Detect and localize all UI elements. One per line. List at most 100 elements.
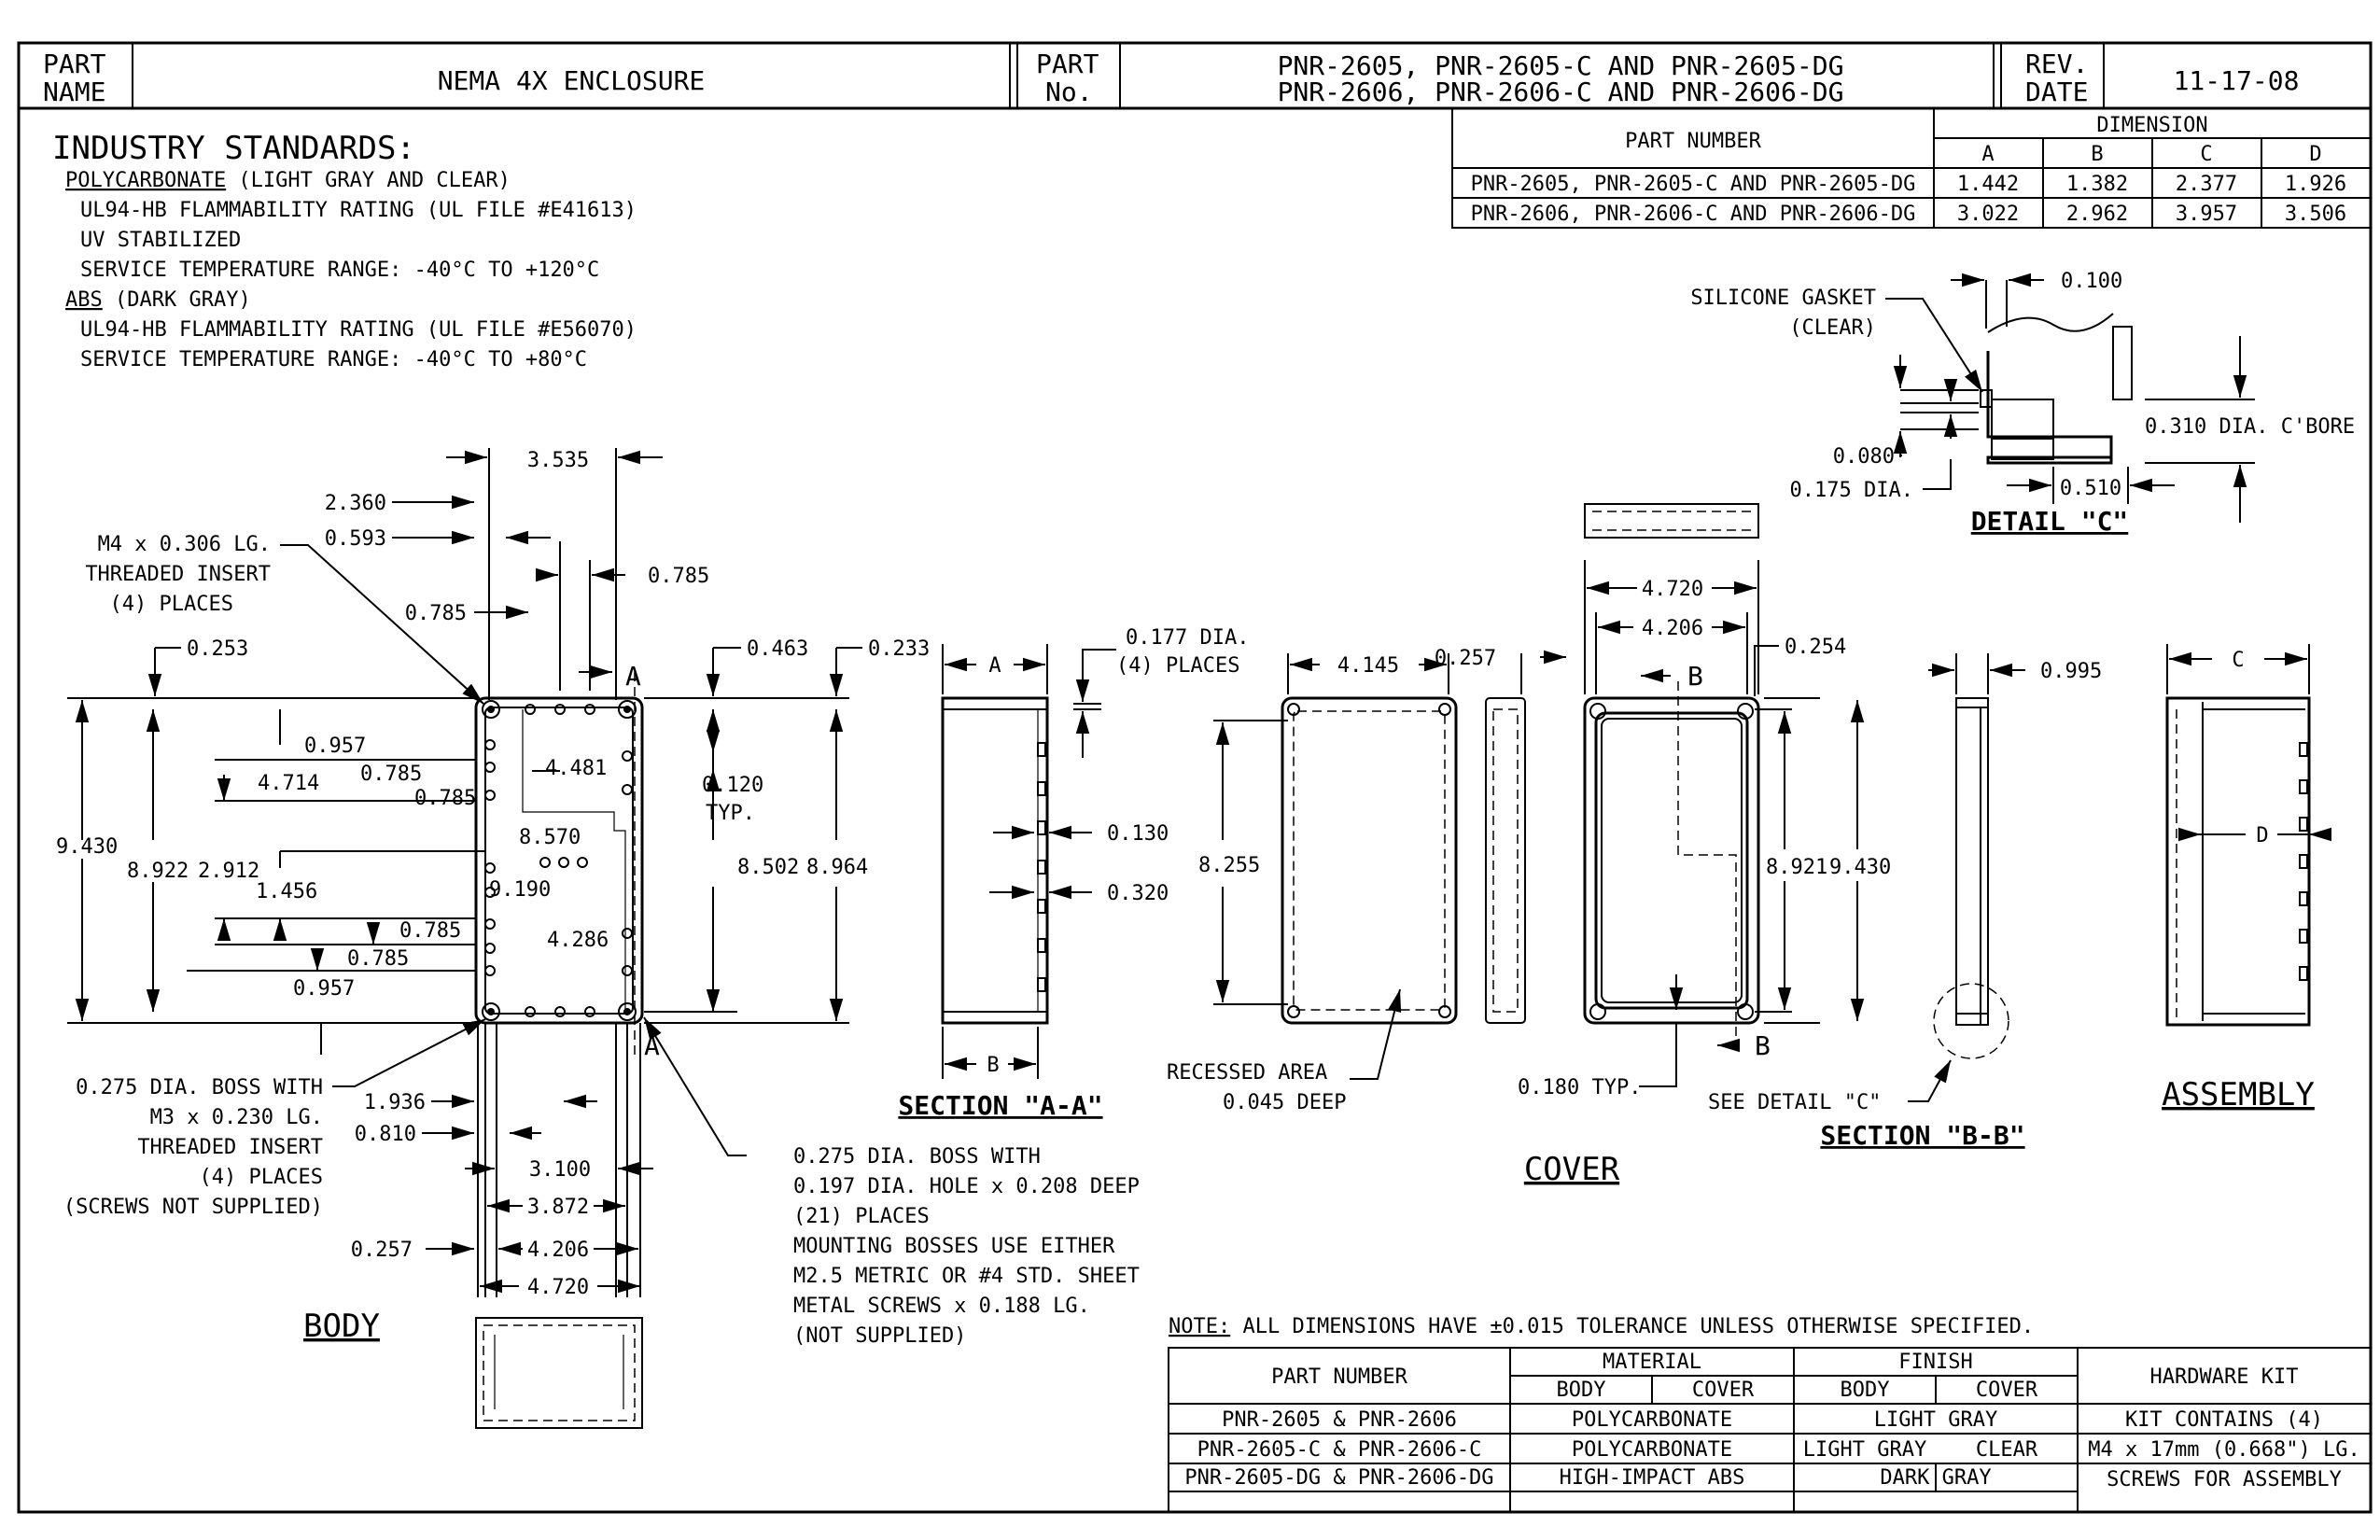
body-dim-0257: 0.257 <box>351 1239 413 1262</box>
mat-finish-header: FINISH <box>1898 1351 1972 1374</box>
body-dim-8922: 8.922 <box>127 860 189 883</box>
mat-row-3-part: PNR-2605-DG & PNR-2606-DG <box>1184 1466 1493 1490</box>
detail-c: 0.100 SILICONE GASKET (CLEAR) 0.310 DIA.… <box>1690 270 2355 537</box>
cover-back <box>1583 696 1760 1025</box>
body-hole-l4: MOUNTING BOSSES USE EITHER <box>793 1235 1115 1258</box>
cover-dim-9430: 9.430 <box>1829 856 1891 879</box>
body-dim-3535: 3.535 <box>527 449 589 472</box>
body-dim-8570: 8.570 <box>519 826 581 849</box>
poly-line: POLYCARBONATE (LIGHT GRAY AND CLEAR) <box>65 169 511 192</box>
body-side-view <box>475 1317 643 1429</box>
body-dim-0785b: 0.785 <box>414 787 476 810</box>
dim-row-2-part: PNR-2606, PNR-2606-C AND PNR-2606-DG <box>1471 203 1916 226</box>
body-dim-8964: 8.964 <box>806 856 868 879</box>
cover-b-top: B <box>1687 661 1703 692</box>
kit-line-3: SCREWS FOR ASSEMBLY <box>2107 1468 2342 1491</box>
dim-row-1-c: 2.377 <box>2176 173 2237 196</box>
body-insert-l3: (4) PLACES <box>110 593 233 616</box>
cover-side <box>1485 697 1526 1024</box>
cover-dim-8921: 8.921 <box>1766 856 1827 879</box>
mat-hardware-header: HARDWARE KIT <box>2150 1365 2299 1389</box>
assembly-d: D <box>2256 824 2268 847</box>
body-dim-0233: 0.233 <box>868 637 930 661</box>
cover-dim-4206: 4.206 <box>1642 617 1703 640</box>
body-dim-0810: 0.810 <box>355 1123 416 1146</box>
poly-flammability: UL94-HB FLAMMABILITY RATING (UL FILE #E4… <box>80 199 637 222</box>
body-dim-3100: 3.100 <box>529 1158 591 1182</box>
cover-dim-0254: 0.254 <box>1785 636 1846 659</box>
industry-standards: INDUSTRY STANDARDS: POLYCARBONATE (LIGHT… <box>52 130 637 371</box>
assembly-outline <box>2165 696 2311 1027</box>
part-name: NEMA 4X ENCLOSURE <box>438 65 706 96</box>
body-title: BODY <box>303 1308 380 1345</box>
body-dim-4714: 4.714 <box>258 772 319 795</box>
section-bb-view: 0.995 SEE DETAIL "C" SECTION "B-B" <box>1708 653 2102 1151</box>
poly-temp: SERVICE TEMPERATURE RANGE: -40°C TO +120… <box>80 259 599 282</box>
body-hole-l3: (21) PLACES <box>793 1205 930 1228</box>
standards-heading: INDUSTRY STANDARDS: <box>52 130 415 167</box>
body-hole-l2: 0.197 DIA. HOLE x 0.208 DEEP <box>793 1175 1140 1198</box>
dim-row-2-a: 3.022 <box>1957 203 2019 226</box>
dim-col-d: D <box>2309 143 2321 166</box>
body-dim-0957b: 0.957 <box>293 977 355 1001</box>
dim-row-1-d: 1.926 <box>2285 173 2346 196</box>
mat-row-3-material: HIGH-IMPACT ABS <box>1560 1466 1745 1490</box>
abs-flammability: UL94-HB FLAMMABILITY RATING (UL FILE #E5… <box>80 318 637 342</box>
poly-name: POLYCARBONATE <box>65 169 226 192</box>
section-bb-title: SECTION "B-B" <box>1820 1120 2024 1151</box>
kit-line-1: KIT CONTAINS (4) <box>2125 1408 2323 1432</box>
body-dim-1936: 1.936 <box>364 1091 426 1114</box>
body-dim-0120: 0.120 <box>702 774 763 797</box>
dim-col-a: A <box>1981 143 1994 166</box>
dim-row-1-b: 1.382 <box>2066 173 2128 196</box>
mat-row-2-finish-body: LIGHT GRAY <box>1803 1438 1926 1462</box>
body-dim-4206: 4.206 <box>527 1239 589 1262</box>
dim-row-2-b: 2.962 <box>2066 203 2128 226</box>
cover-view: 4.145 8.255 RECESSED AREA 0.045 DEEP 0.2… <box>1167 503 1891 1188</box>
note-label: NOTE: <box>1169 1315 1230 1338</box>
body-hole-l7: (NOT SUPPLIED) <box>793 1324 966 1348</box>
detail-c-0510: 0.510 <box>2060 477 2121 500</box>
rev-date: 11-17-08 <box>2174 65 2300 96</box>
detail-c-gasket-l1: SILICONE GASKET <box>1690 287 1876 310</box>
detail-c-gasket-l2: (CLEAR) <box>1789 316 1876 340</box>
detail-c-0310: 0.310 DIA. C'BORE <box>2145 415 2355 439</box>
body-dim-4286: 4.286 <box>547 929 609 952</box>
detail-c-0080: 0.080 <box>1833 445 1895 469</box>
mat-row-1-finish: LIGHT GRAY <box>1874 1408 1997 1432</box>
body-boss-l3: THREADED INSERT <box>137 1136 323 1159</box>
mat-cover-col: COVER <box>1692 1379 1755 1402</box>
cover-dim-0257: 0.257 <box>1435 647 1496 670</box>
detail-c-0100: 0.100 <box>2061 270 2122 293</box>
body-dim-0785-left: 0.785 <box>405 602 467 625</box>
mat-row-1-part: PNR-2605 & PNR-2606 <box>1222 1408 1457 1432</box>
gasket <box>1980 389 1993 408</box>
body-dim-0593: 0.593 <box>325 527 386 551</box>
part-name-label-1: PART <box>43 49 106 79</box>
body-insert-l1: M4 x 0.306 LG. <box>98 533 271 556</box>
abs-line: ABS (DARK GRAY) <box>65 288 251 312</box>
dimension-table: PART NUMBER DIMENSION A B C D PNR-2605, … <box>1451 107 2372 229</box>
part-no-line2: PNR-2606, PNR-2606-C AND PNR-2606-DG <box>1278 77 1844 107</box>
dim-table-part-header: PART NUMBER <box>1625 130 1761 153</box>
date-label: DATE <box>2025 77 2088 107</box>
body-dim-4481: 4.481 <box>545 757 607 780</box>
body-dim-3872: 3.872 <box>527 1196 589 1219</box>
dim-row-2-c: 3.957 <box>2176 203 2237 226</box>
body-dim-9190: 9.190 <box>489 878 551 902</box>
section-bb-see-detail: SEE DETAIL "C" <box>1708 1091 1881 1114</box>
title-block: PART NAME NEMA 4X ENCLOSURE PART No. PNR… <box>19 43 2371 110</box>
section-aa-0177-l1: 0.177 DIA. <box>1126 626 1249 650</box>
body-dim-0957a: 0.957 <box>304 735 366 758</box>
cover-top-strip <box>1584 503 1759 539</box>
cover-dim-8255: 8.255 <box>1198 854 1260 877</box>
body-hole-l1: 0.275 DIA. BOSS WITH <box>793 1145 1041 1169</box>
section-aa-a: A <box>988 654 1001 678</box>
body-hole-l5: M2.5 METRIC OR #4 STD. SHEET <box>793 1265 1140 1288</box>
body-dim-0785-top: 0.785 <box>648 565 709 588</box>
assembly-title: ASSEMBLY <box>2162 1076 2315 1113</box>
detail-c-callout <box>1933 983 2009 1059</box>
assembly-c: C <box>2232 649 2244 672</box>
dim-row-1-a: 1.442 <box>1957 173 2019 196</box>
